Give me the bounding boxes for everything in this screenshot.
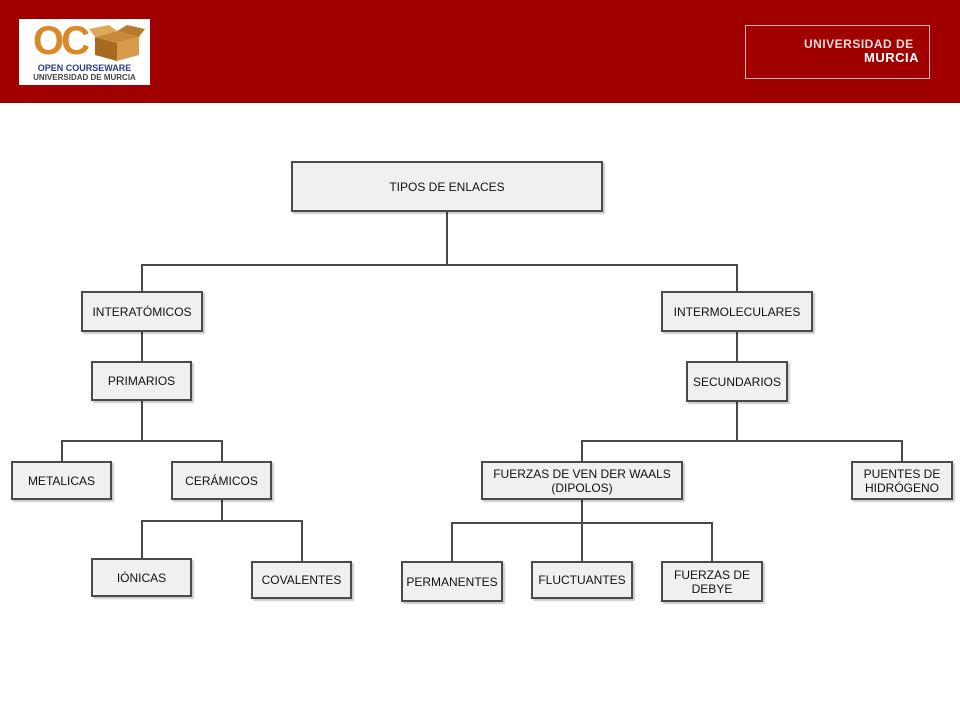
node-interatomicos: INTERATÓMICOS [81,291,203,332]
node-secundarios: SECUNDARIOS [686,361,788,402]
node-permanentes: PERMANENTES [401,561,503,602]
ocw-logo-line1: OPEN COURSEWARE [37,63,132,73]
university-logo-line1: UNIVERSIDAD DE [804,37,914,51]
edge-secundarios-vanderwaals [581,401,738,461]
edge-ceramicos-ionicas [141,499,223,558]
node-fluctuantes: FLUCTUANTES [531,561,633,599]
node-metalicas: METALICAS [11,461,112,500]
header-banner: OC OPEN COURSEWARE UNIVERSIDAD DE MURCIA… [0,0,960,103]
node-fuerzas-de-debye: FUERZAS DE DEBYE [661,561,763,602]
ocw-logo-mark: OC [33,19,90,63]
university-logo[interactable]: UNIVERSIDAD DE MURCIA [745,25,930,79]
node-primarios: PRIMARIOS [91,361,192,401]
edge-vanderwaals-debye [582,522,713,561]
node-puentes-de-hidrogeno: PUENTES DE HIDRÓGENO [851,461,953,500]
node-tipos-de-enlaces: TIPOS DE ENLACES [291,161,603,212]
node-covalentes: COVALENTES [251,561,352,599]
node-ionicas: IÓNICAS [91,558,192,597]
ocw-logo[interactable]: OC OPEN COURSEWARE UNIVERSIDAD DE MURCIA [19,19,150,85]
edge-ceramicos-covalentes [222,520,303,561]
open-box-icon [89,25,145,61]
edge-secundarios-puentes [737,440,903,461]
ocw-logo-line2: UNIVERSIDAD DE MURCIA [33,73,136,82]
node-intermoleculares: INTERMOLECULARES [661,291,813,332]
node-ceramicos: CERÁMICOS [171,461,272,500]
node-fuerzas-van-der-waals: FUERZAS DE VEN DER WAALS (DIPOLOS) [481,461,683,500]
edge-primarios-metalicas [61,401,143,461]
edge-vanderwaals-permanentes [451,499,583,561]
university-logo-line2: MURCIA [864,50,919,65]
edge-root-interatomicos [141,211,448,291]
edge-root-intermoleculares [447,264,738,291]
edge-primarios-ceramicos [142,440,223,461]
